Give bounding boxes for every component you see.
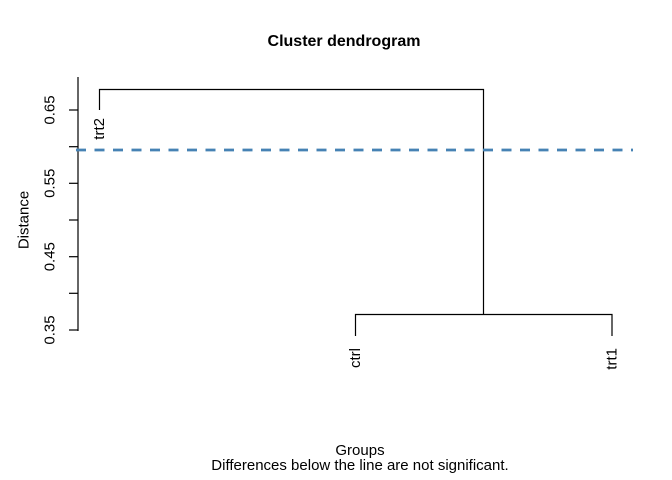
- dendrogram-branches: [98, 88, 613, 336]
- y-axis-ticks: [69, 109, 78, 331]
- chart-title: Cluster dendrogram: [268, 33, 421, 50]
- leaf-label-ctrl: ctrl: [347, 348, 364, 368]
- x-axis-label: Groups: [335, 442, 384, 459]
- leaf-label-trt2: trt2: [91, 118, 108, 140]
- leaf-label-trt1: trt1: [604, 348, 621, 370]
- branch-ctrl-trt1-merge: [354, 313, 613, 336]
- y-tick-label-055: 0.55: [42, 169, 59, 198]
- branch-top-merge: [98, 88, 485, 315]
- y-axis-label: Distance: [16, 191, 33, 249]
- y-tick-label-045: 0.45: [42, 242, 59, 271]
- y-tick-label-065: 0.65: [42, 95, 59, 124]
- chart-subtitle: Differences below the line are not signi…: [211, 457, 508, 474]
- y-tick-label-035: 0.35: [42, 315, 59, 344]
